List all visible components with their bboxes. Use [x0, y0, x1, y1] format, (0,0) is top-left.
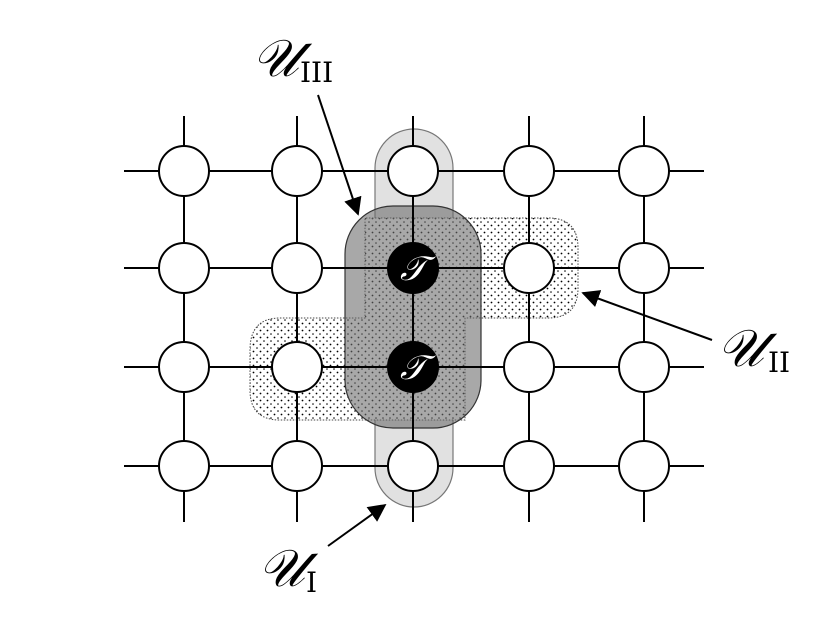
lattice-node [158, 242, 210, 294]
lattice-node [271, 341, 323, 393]
lattice-node [503, 145, 555, 197]
lattice-node [158, 145, 210, 197]
special-node [387, 242, 439, 294]
lattice-node [618, 145, 670, 197]
lattice-node [503, 242, 555, 294]
lattice-node [271, 440, 323, 492]
special-node [387, 341, 439, 393]
lattice-node [387, 440, 439, 492]
label-u-ii: 𝒰 II [717, 319, 790, 379]
arrow-u-ii [581, 290, 713, 341]
grid-nodes: 𝒯𝒯 [158, 145, 670, 492]
label-u-i: 𝒰 I [258, 539, 319, 599]
arrow-u-i [327, 503, 387, 547]
lattice-node [271, 242, 323, 294]
lattice-node [387, 145, 439, 197]
lattice-node [618, 242, 670, 294]
lattice-node [618, 341, 670, 393]
lattice-node [158, 440, 210, 492]
lattice-node [618, 440, 670, 492]
label-u-iii: 𝒰 III [252, 29, 333, 89]
lattice-node [503, 440, 555, 492]
svg-text:II: II [768, 346, 790, 379]
lattice-node [503, 341, 555, 393]
lattice-node [158, 341, 210, 393]
svg-text:I: I [306, 566, 317, 599]
lattice-node [271, 145, 323, 197]
arrow-u-iii [317, 94, 362, 216]
svg-text:III: III [300, 56, 333, 89]
